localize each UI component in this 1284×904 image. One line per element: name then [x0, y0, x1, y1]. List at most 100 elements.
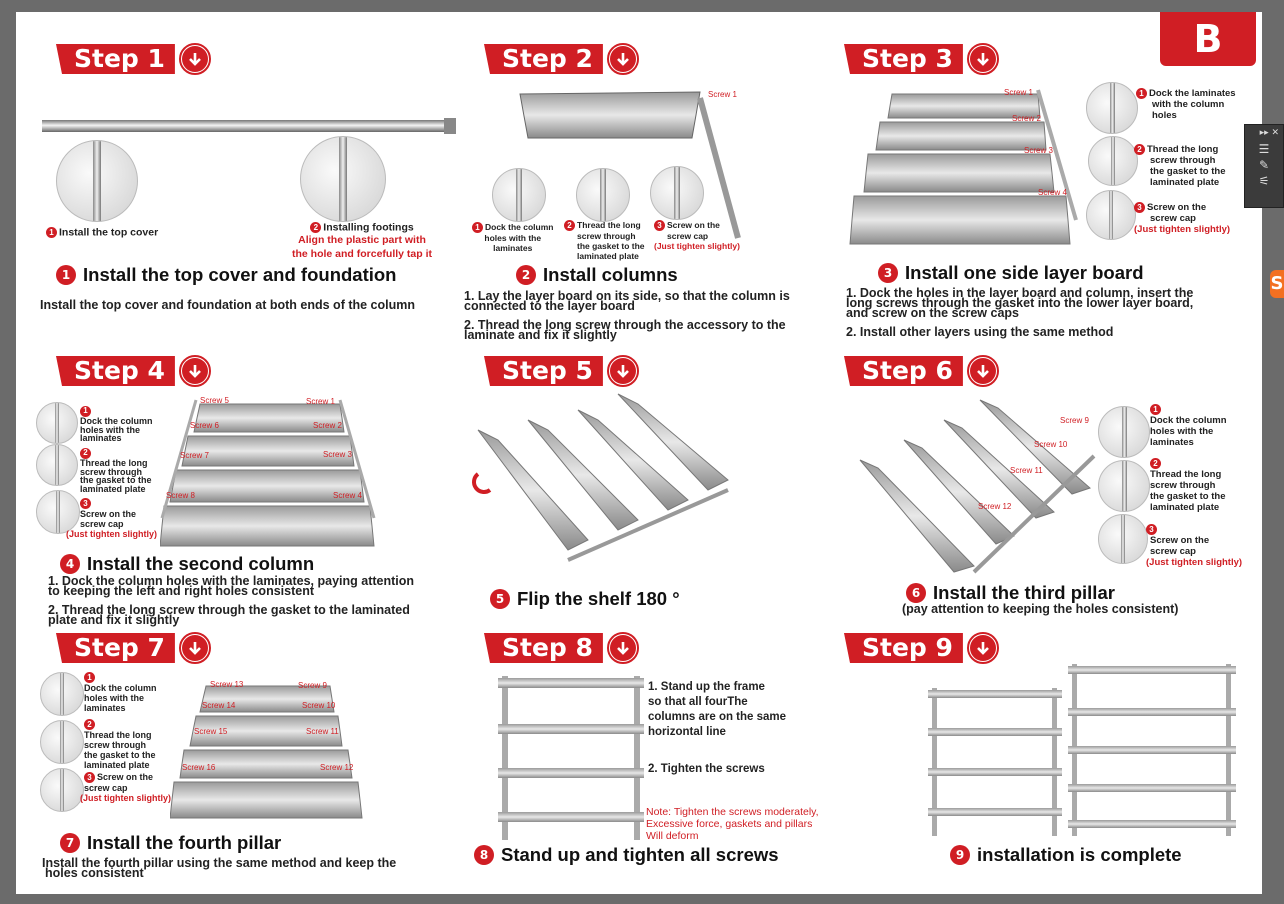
sliders-icon[interactable]: ⚟ — [1258, 174, 1270, 188]
screw-label: Screw 2 — [1012, 114, 1041, 123]
frame-illustration — [160, 399, 376, 547]
screw-label: Screw 6 — [190, 421, 219, 430]
down-arrow-icon — [966, 43, 999, 75]
step-4-desc: 1. Dock the column holes with the lamina… — [48, 574, 415, 627]
screw-label: Screw 11 — [1010, 466, 1043, 475]
step-9-label: Step 9 — [844, 633, 963, 663]
step-2-banner: Step 2 — [484, 43, 639, 75]
top-cover-detail — [56, 140, 138, 222]
detail-circle — [40, 768, 84, 812]
detail-circle — [1098, 514, 1148, 564]
detail-circle — [36, 444, 78, 486]
down-arrow-icon — [178, 632, 211, 664]
page-badge: B — [1160, 12, 1256, 66]
fourth-pillar-illustration — [170, 685, 363, 819]
detail-circle — [650, 166, 704, 220]
screw-label: Screw 9 — [298, 681, 327, 690]
down-arrow-icon — [178, 355, 211, 387]
down-arrow-icon — [178, 43, 211, 75]
completed-shelves-illustration — [928, 664, 1236, 836]
app-tab-icon[interactable]: S — [1270, 270, 1284, 298]
detail-circle — [492, 168, 546, 222]
step-2-desc: 1. Lay the layer board on its side, so t… — [464, 289, 790, 342]
step-3-desc: 1. Dock the holes in the layer board and… — [846, 286, 1194, 339]
screw-label: Screw 14 — [202, 701, 236, 710]
screw-label: Screw 5 — [200, 396, 229, 405]
detail-circle — [40, 720, 84, 764]
step-6-label: Step 6 — [844, 356, 963, 386]
detail-circle — [1098, 406, 1150, 458]
screw-label: Screw 3 — [1024, 146, 1053, 155]
screw-label: Screw 1 — [1004, 88, 1033, 97]
step-8-note: Note: Tighten the screws moderately,Exce… — [646, 806, 819, 842]
down-arrow-icon — [606, 355, 639, 387]
screw-label: Screw 9 — [1060, 416, 1089, 425]
screw-label: Screw 4 — [1038, 188, 1067, 197]
list-icon[interactable]: ☰ — [1258, 142, 1270, 156]
step-7-banner: Step 7 — [56, 632, 211, 664]
screw-label: Screw 12 — [978, 502, 1012, 511]
detail-circle — [1088, 136, 1138, 186]
step-4-banner: Step 4 — [56, 355, 211, 387]
footing-detail — [300, 136, 386, 222]
screw-label: Screw 4 — [333, 491, 362, 500]
standing-shelf-illustration — [498, 676, 644, 840]
detail-circle — [1086, 190, 1136, 240]
detail-circle — [1086, 82, 1138, 134]
down-arrow-icon — [966, 355, 999, 387]
screw-label: Screw 8 — [166, 491, 195, 500]
step-6-banner: Step 6 — [844, 355, 999, 387]
column-illustration — [42, 118, 456, 134]
detail-circle — [1098, 460, 1150, 512]
screw-label: Screw 11 — [306, 727, 339, 736]
screw-label: Screw 10 — [1034, 440, 1068, 449]
step-3-banner: Step 3 — [844, 43, 999, 75]
step-5-banner: Step 5 — [484, 355, 639, 387]
step-1-desc: Install the top cover and foundation at … — [40, 298, 415, 312]
screw-label: Screw 16 — [182, 763, 216, 772]
screw-label: Screw 3 — [323, 450, 352, 459]
step-2-label: Step 2 — [484, 44, 603, 74]
detail-circle — [36, 402, 78, 444]
close-icon[interactable]: ▸▸ ✕ — [1259, 128, 1279, 138]
step-8-label: Step 8 — [484, 633, 603, 663]
screw-label: Screw 1 — [708, 90, 737, 99]
tool-panel[interactable]: ▸▸ ✕ ☰ ✎ ⚟ — [1244, 124, 1284, 208]
step-9-banner: Step 9 — [844, 632, 999, 664]
step-7-desc: Install the fourth pillar using the same… — [42, 856, 397, 880]
brush-icon[interactable]: ✎ — [1258, 158, 1270, 172]
step-5-label: Step 5 — [484, 356, 603, 386]
rotate-arrow-icon — [472, 472, 492, 494]
screw-label: Screw 2 — [313, 421, 342, 430]
layer-board-illustration — [519, 91, 741, 239]
screw-label: Screw 7 — [180, 451, 209, 460]
detail-circle — [576, 168, 630, 222]
step-7-label: Step 7 — [56, 633, 175, 663]
